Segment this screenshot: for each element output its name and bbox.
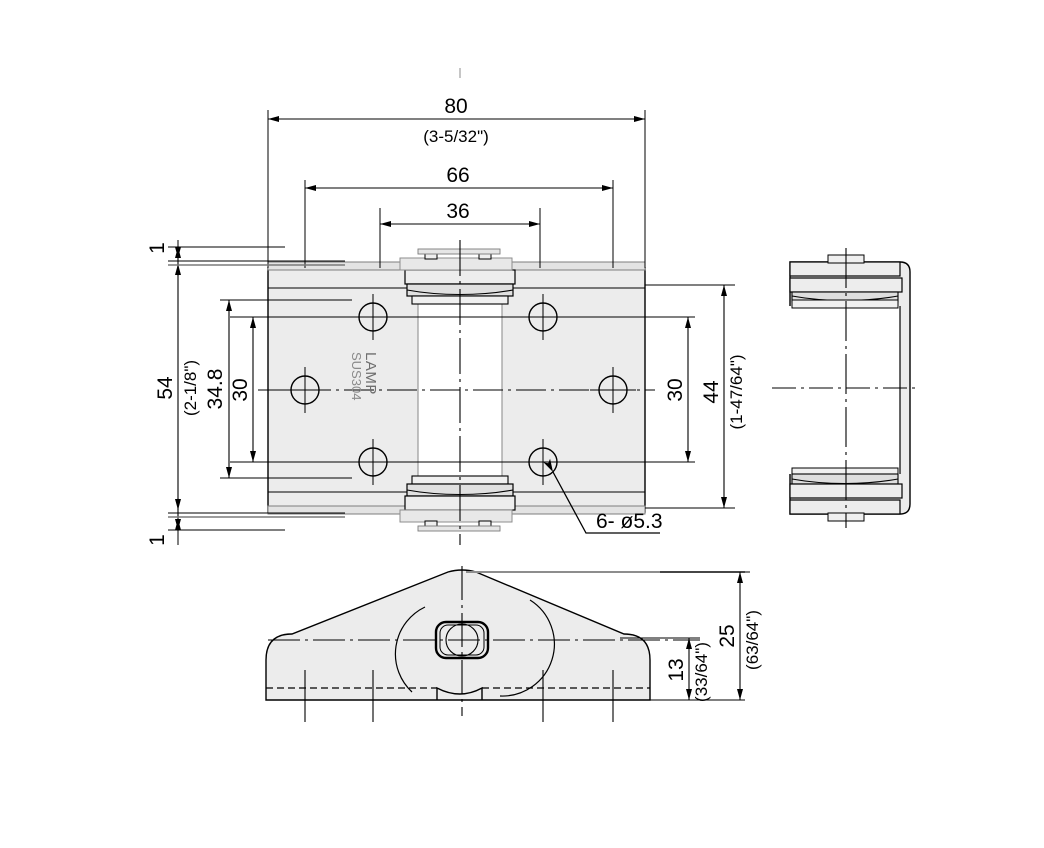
dim-leaf-height: 44 (1-47/64") — [645, 284, 746, 509]
dim-25-value: 25 — [716, 624, 739, 647]
dim-top-gap: 1 — [146, 240, 345, 285]
front-view-group: LAMP SUS304 — [230, 68, 690, 545]
dim-plate-height: 34.8 — [204, 299, 352, 479]
hole-callout-label: 6- ø5.3 — [596, 510, 663, 533]
dim-30-left-value: 30 — [229, 378, 252, 401]
material-marking-group: LAMP SUS304 — [349, 352, 379, 400]
mounting-hole — [350, 439, 396, 485]
dim-hole-pitch-left: 30 — [229, 316, 352, 463]
dim-knuckle-height: 13 (33/64") — [620, 637, 745, 702]
grade-marking: SUS304 — [349, 352, 364, 400]
side-view-group — [772, 248, 920, 528]
top-view-dimensions: 13 (33/64") 25 (63/64") — [620, 571, 762, 702]
dim-80-inch: (3-5/32") — [423, 127, 489, 146]
side-view-lower-knuckle — [789, 467, 903, 522]
front-view-dimensions: 80 (3-5/32") 66 36 54 (2-1/8") — [146, 95, 746, 546]
brand-marking: LAMP — [362, 352, 379, 395]
dim-13-value: 13 — [665, 658, 688, 681]
dim-25-inch: (63/64") — [743, 610, 762, 670]
dim-13-inch: (33/64") — [692, 642, 711, 702]
dim-34-8-value: 34.8 — [204, 369, 227, 410]
knuckle-arc-left — [394, 606, 426, 693]
side-view-cavity — [790, 306, 900, 474]
dim-44-inch: (1-47/64") — [727, 354, 746, 429]
dim-overall-height: 54 (2-1/8") — [154, 246, 285, 531]
mounting-hole — [350, 294, 396, 340]
top-view-group — [265, 566, 745, 722]
knuckle-arc-right — [499, 599, 555, 697]
dim-overall-width: 80 (3-5/32") — [267, 95, 646, 268]
dim-knuckle-width: 36 — [379, 200, 541, 268]
dim-hole-pitch-right: 30 — [566, 316, 695, 463]
dim-total-depth: 25 (63/64") — [660, 571, 762, 700]
dim-80-value: 80 — [444, 95, 467, 118]
dim-54-inch: (2-1/8") — [181, 360, 200, 416]
dim-54-value: 54 — [154, 376, 177, 400]
mounting-hole — [520, 294, 566, 340]
dim-36-value: 36 — [446, 200, 469, 223]
mounting-hole — [520, 439, 566, 485]
dim-44-value: 44 — [700, 380, 723, 404]
hole-callout: 6- ø5.3 — [543, 458, 663, 534]
dim-bottom-1-value: 1 — [146, 534, 169, 546]
dim-66-value: 66 — [446, 164, 469, 187]
dim-hole-span-width: 66 — [304, 164, 614, 268]
top-view-hole-marks — [304, 670, 614, 722]
dim-top-1-value: 1 — [146, 242, 169, 254]
dim-30-right-value: 30 — [664, 378, 687, 401]
dim-bottom-gap: 1 — [146, 495, 345, 546]
